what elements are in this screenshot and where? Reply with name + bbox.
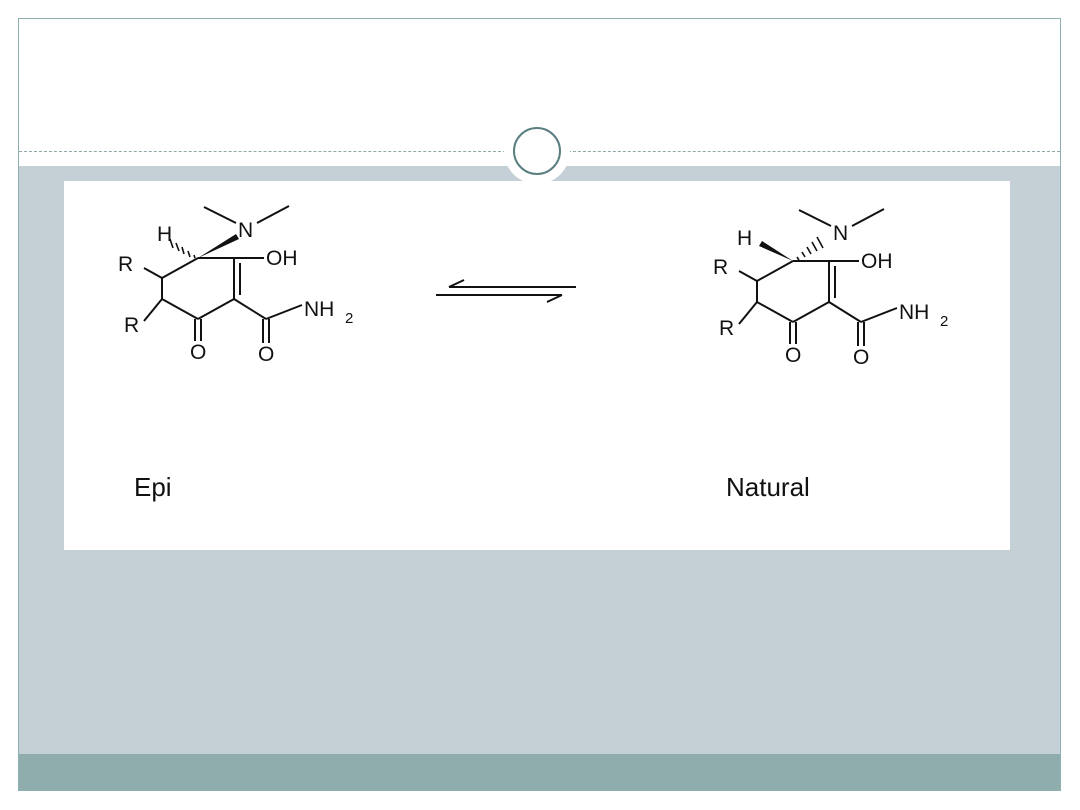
epi-amide-bond: [265, 304, 303, 320]
epi-carbonyl-bond: [233, 298, 267, 320]
natural-atom-r1: R: [713, 256, 728, 279]
slide: N H OH R R O O NH 2: [18, 18, 1061, 791]
natural-n-methyl-bond-2: [851, 208, 885, 227]
epi-atom-oh: OH: [266, 247, 298, 270]
natural-atom-labels: N H OH R R O O NH 2: [713, 222, 948, 369]
divider-ring: [513, 127, 561, 175]
natural-ring-bond-bottom: [756, 301, 794, 323]
natural-r1-bond: [738, 270, 758, 282]
epimer-figure: N H OH R R O O NH 2: [64, 181, 1010, 550]
natural-ring-bond-top-left: [756, 260, 794, 282]
natural-atom-oh: OH: [861, 250, 893, 273]
epi-atom-ketone-o: O: [190, 341, 206, 364]
epi-atom-n: N: [238, 219, 253, 242]
natural-atom-n: N: [833, 222, 848, 245]
epi-atom-labels: N H OH R R O O NH 2: [118, 219, 353, 366]
natural-atom-nh: NH: [899, 301, 929, 324]
natural-atom-nh-subscript: 2: [940, 313, 948, 330]
natural-atom-ketone-o: O: [785, 344, 801, 367]
epi-ring-bond-top-left: [161, 257, 199, 279]
slide-footer-band: [19, 754, 1060, 790]
epi-h-hashed-bond: [169, 238, 196, 259]
epi-r2-bond: [143, 298, 163, 322]
header-divider-circle: [504, 118, 570, 184]
natural-carbonyl-bond: [828, 301, 862, 323]
natural-amide-bond: [860, 307, 898, 323]
epi-structure: [143, 205, 303, 343]
epi-ring-bond-bottom: [161, 298, 199, 320]
natural-n-methyl-bond-1: [798, 209, 832, 227]
natural-n-hashed-bond: [796, 236, 824, 261]
forward-arrow-barb: [448, 279, 465, 288]
epi-ring-bond-right-lower: [197, 298, 235, 320]
natural-atom-h: H: [737, 227, 752, 250]
epi-atom-h: H: [157, 223, 172, 246]
natural-r2-bond: [738, 301, 758, 325]
natural-label: Natural: [726, 472, 810, 502]
natural-ring-bond-right-lower: [792, 301, 830, 323]
natural-h-wedge-bond: [759, 241, 793, 261]
epi-n-methyl-bond-2: [256, 205, 290, 224]
epi-label: Epi: [134, 472, 172, 502]
equilibrium-arrows-icon: [436, 279, 576, 303]
epi-n-methyl-bond-1: [203, 206, 237, 224]
epi-atom-r1: R: [118, 253, 133, 276]
epi-r1-bond: [143, 267, 163, 279]
epi-atom-r2: R: [124, 314, 139, 337]
epi-atom-nh: NH: [304, 298, 334, 321]
epi-atom-amide-o: O: [258, 343, 274, 366]
epi-n-wedge-bond: [198, 234, 239, 258]
epi-atom-nh-subscript: 2: [345, 310, 353, 327]
epimer-diagram-svg: N H OH R R O O NH 2: [118, 205, 948, 369]
natural-atom-r2: R: [719, 317, 734, 340]
natural-atom-amide-o: O: [853, 346, 869, 369]
reverse-arrow-barb: [546, 294, 563, 303]
natural-structure: [738, 208, 898, 346]
